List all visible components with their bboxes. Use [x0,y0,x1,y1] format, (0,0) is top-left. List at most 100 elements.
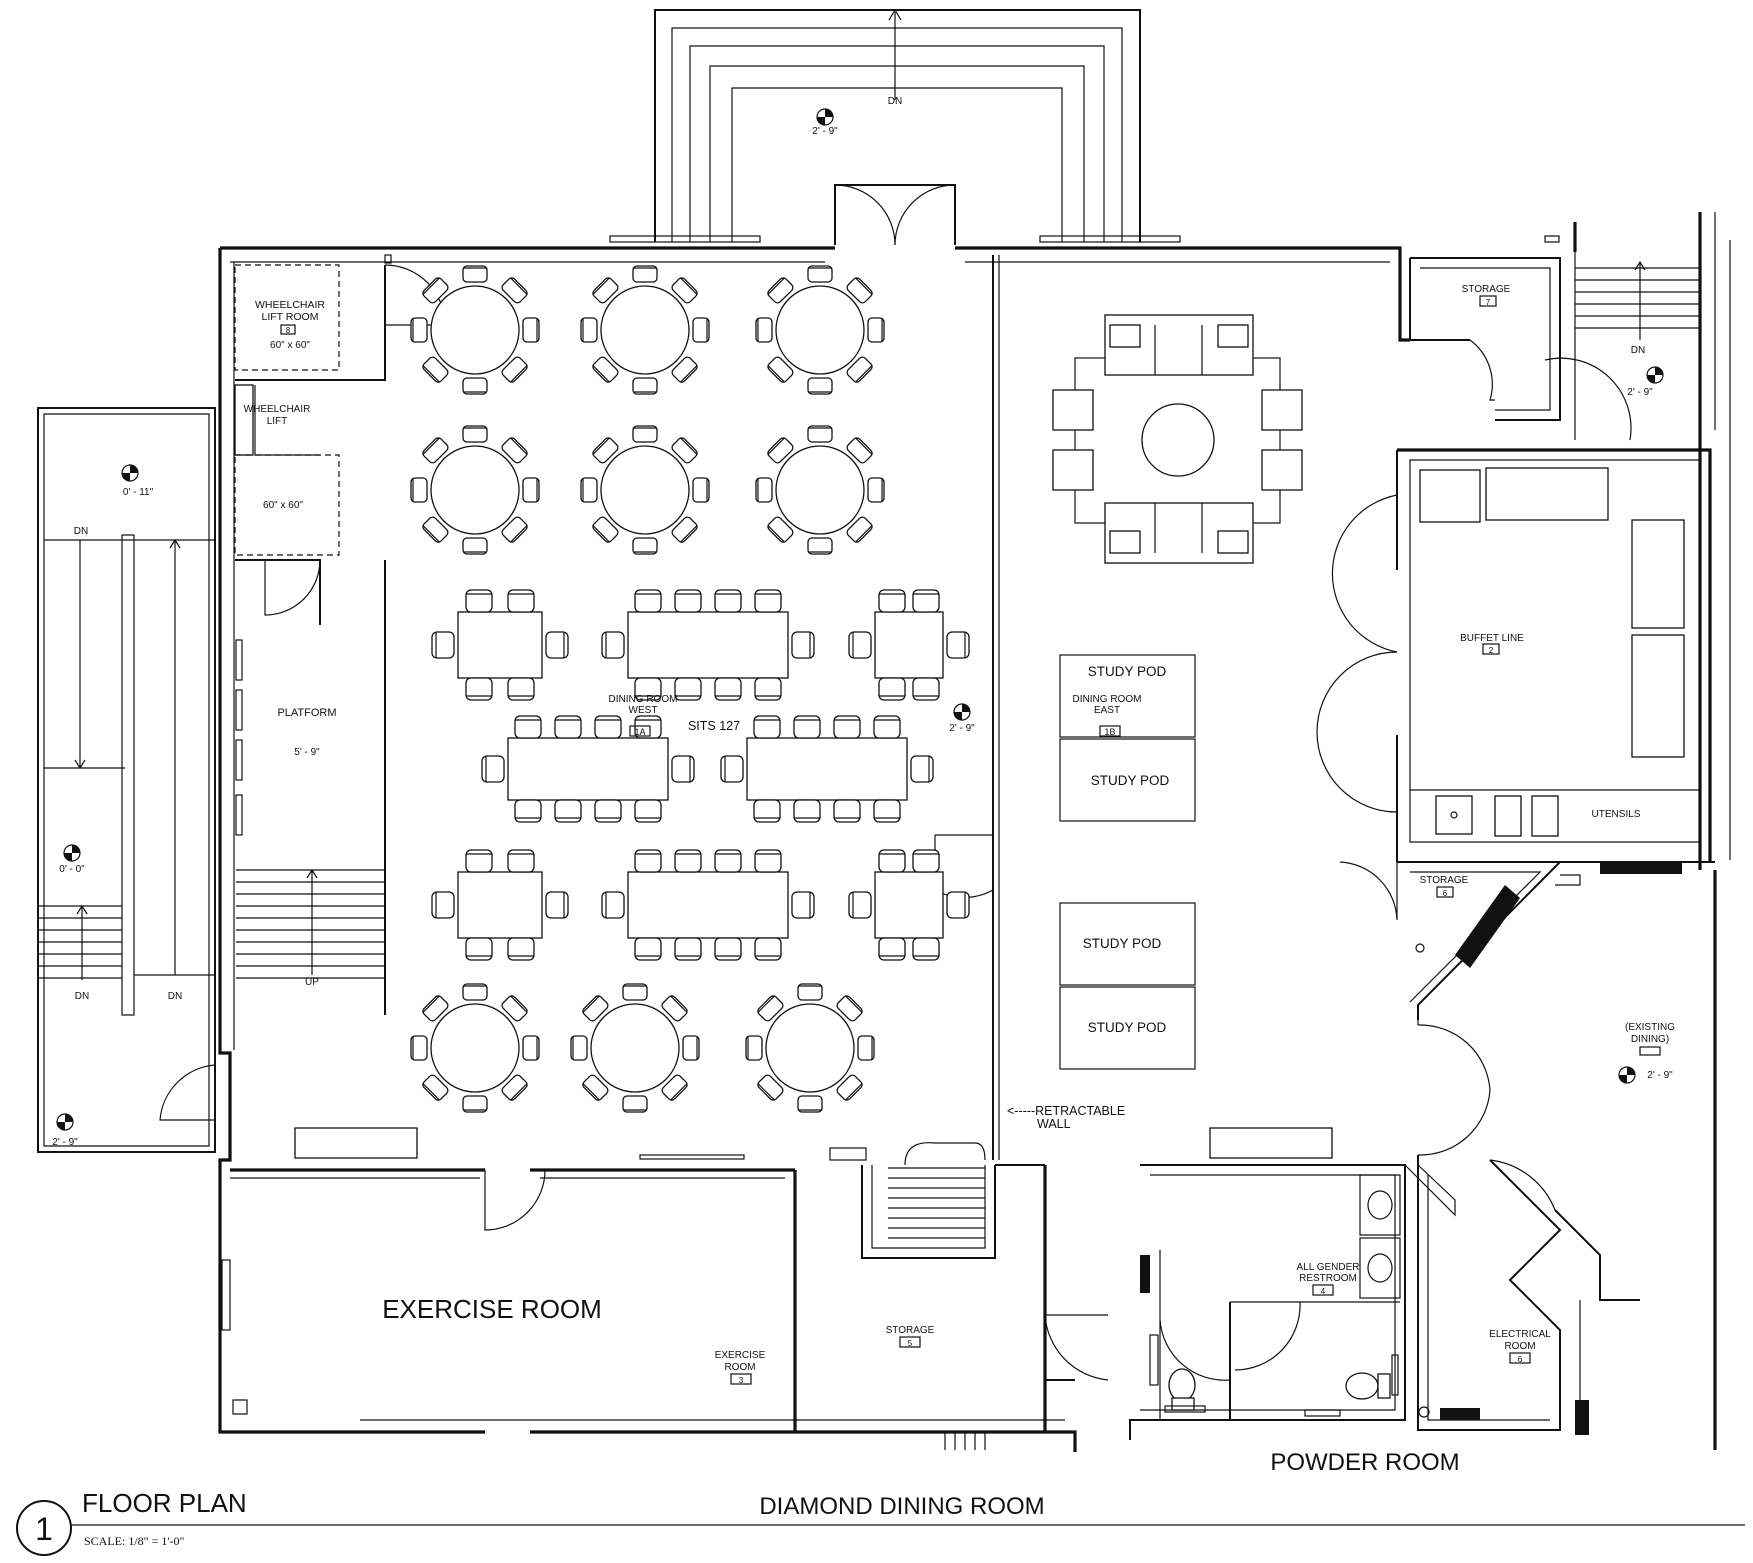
study-pod-boxes [1059,654,1196,1070]
storage-5-tag: 5 [908,1339,913,1348]
lift-room-size: 60" x 60" [270,340,310,351]
buffet-line-tag: 2 [1489,646,1494,655]
chair [554,715,582,739]
chair [592,277,619,304]
chair [501,277,528,304]
restroom-label-1: ALL GENDER [1297,1262,1360,1273]
storage-7-label: STORAGE [1462,284,1511,295]
buffet-line-room [1316,448,1712,862]
lounge-seating [1052,314,1303,564]
rect-table [431,849,569,961]
restroom-tag: 4 [1321,1287,1326,1296]
chair [946,891,970,919]
chair [462,377,488,395]
chair [754,589,782,613]
chair [507,677,535,701]
chair [634,937,662,961]
chair [514,715,542,739]
chair [501,356,528,383]
lift-size: 60" x 60" [263,500,303,511]
chair [857,1035,875,1061]
storage-5-label: STORAGE [886,1325,935,1336]
elevation-marker: 2' - 9" [949,703,975,734]
chair [522,317,540,343]
chair [634,589,662,613]
exercise-room-label-2: ROOM [724,1362,755,1373]
dining-west-tag: 1A [634,727,645,737]
chair [501,516,528,543]
lift-room-label-2: LIFT ROOM [262,311,319,323]
rect-table [848,589,970,701]
elevation-marker: 2' - 9" [812,108,838,137]
study-pod-3-label: STUDY POD [1083,936,1162,951]
chair [507,849,535,873]
chair [755,477,773,503]
lift-label-2: LIFT [267,416,288,427]
chair [910,755,934,783]
dining-west-label-1: DINING ROOM [609,694,678,705]
rect-table [720,715,934,823]
storage-6-label: STORAGE [1420,875,1469,886]
chair [767,516,794,543]
chair [601,631,625,659]
chair [873,715,901,739]
chair [867,317,885,343]
rect-table [601,589,815,701]
chair [545,891,569,919]
chair [632,377,658,395]
chair [545,631,569,659]
stair-dn-left-top: DN [74,526,88,537]
east-double-door [1417,1020,1491,1430]
chair [501,437,528,464]
project-name: DIAMOND DINING ROOM [759,1493,1044,1520]
sheet-number: 1 [35,1511,53,1547]
title-block [16,1500,1745,1556]
exercise-room-big-label: EXERCISE ROOM [382,1294,602,1324]
chair [754,677,782,701]
lift-room-label-1: WHEELCHAIR [255,299,325,311]
left-stair-area [37,407,216,1153]
chair [848,631,872,659]
chair [422,437,449,464]
chair [632,425,658,443]
chair [754,937,782,961]
chair [594,799,622,823]
elevation-marker: 0' - 0" [59,844,85,875]
chair [846,437,873,464]
elevation-label: 2' - 9" [1647,1070,1673,1081]
chair [462,425,488,443]
round-table [755,425,885,555]
chair [807,377,833,395]
chair [745,1035,763,1061]
chair [465,677,493,701]
round-table [755,265,885,395]
elevation-label: 2' - 9" [949,723,975,734]
chair [501,1074,528,1101]
chair [570,1035,588,1061]
chair [634,715,662,739]
chair [580,477,598,503]
chair [671,755,695,783]
chair [912,589,940,613]
chair [507,937,535,961]
buffet-line-label: BUFFET LINE [1460,633,1524,644]
round-table [410,983,540,1113]
chair [422,277,449,304]
chair [757,1074,784,1101]
chair [632,265,658,283]
stair-dn-ne: DN [1631,345,1645,356]
chair [674,937,702,961]
chair [622,1095,648,1113]
round-table [410,425,540,555]
round-table [410,265,540,395]
round-table [570,983,700,1113]
dining-east-label-2: EAST [1094,705,1120,716]
study-pod-4-label: STUDY POD [1088,1020,1167,1035]
chair [674,677,702,701]
chair [878,937,906,961]
existing-dining-label-1: (EXISTING [1625,1022,1675,1033]
chair [714,849,742,873]
chair [873,799,901,823]
chair [793,799,821,823]
chair [836,995,863,1022]
